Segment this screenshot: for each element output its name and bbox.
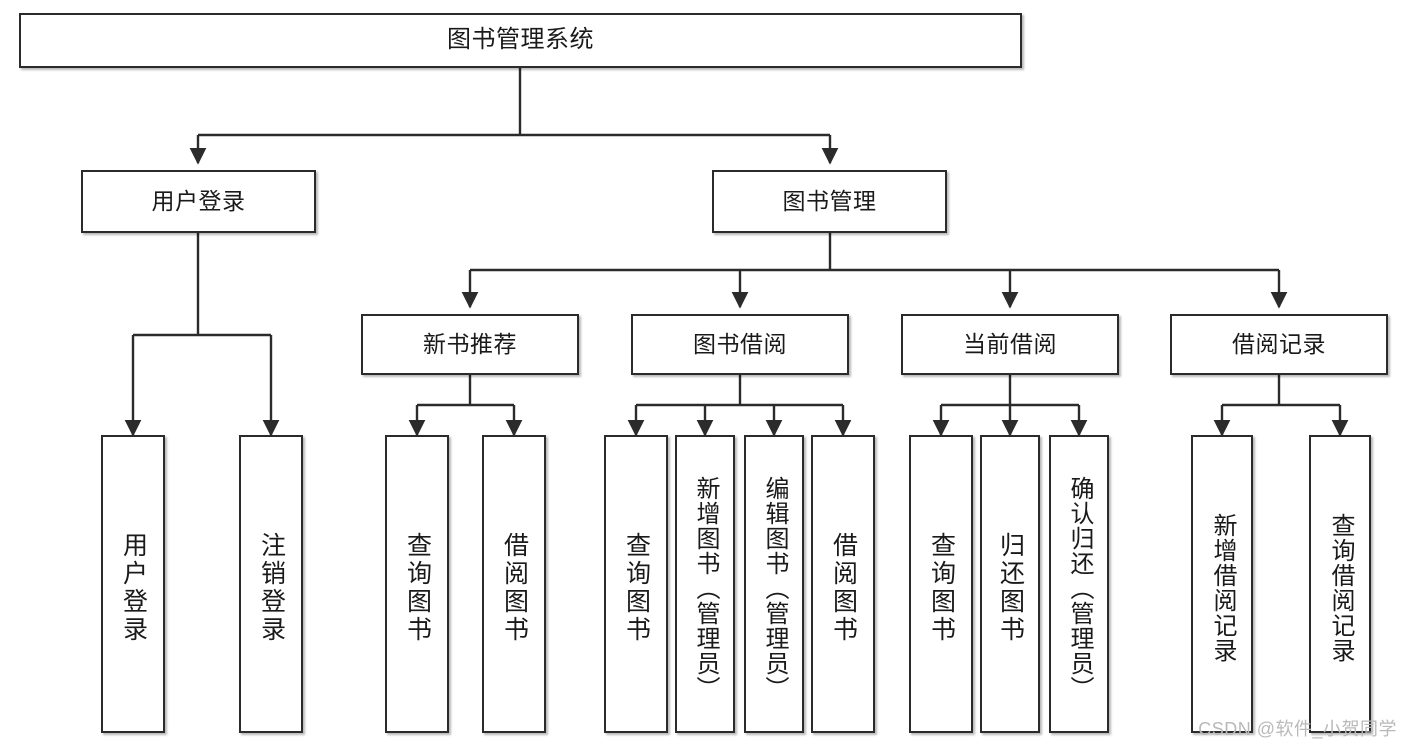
leaf-edit-book-admin[interactable]: 编辑图书（管理员） <box>744 435 804 733</box>
node-label: 注销登录 <box>257 532 286 644</box>
node-current-borrow[interactable]: 当前借阅 <box>901 314 1119 375</box>
node-new-book-recommend[interactable]: 新书推荐 <box>361 314 579 375</box>
leaf-query-book-current[interactable]: 查询图书 <box>909 435 973 733</box>
node-label: 查询图书 <box>927 532 956 644</box>
leaf-query-book-recommend[interactable]: 查询图书 <box>385 435 449 733</box>
node-label: 借阅图书 <box>500 532 529 644</box>
leaf-return-book[interactable]: 归还图书 <box>980 435 1040 733</box>
leaf-borrow-book[interactable]: 借阅图书 <box>811 435 875 733</box>
node-label: 用户登录 <box>119 532 148 644</box>
node-label: 编辑图书（管理员） <box>761 475 788 701</box>
leaf-query-borrow-record[interactable]: 查询借阅记录 <box>1309 435 1371 733</box>
node-label: 图书管理 <box>782 187 877 214</box>
leaf-add-book-admin[interactable]: 新增图书（管理员） <box>675 435 735 733</box>
leaf-logout[interactable]: 注销登录 <box>239 435 303 733</box>
leaf-borrow-book-recommend[interactable]: 借阅图书 <box>482 435 546 733</box>
node-book-borrow[interactable]: 图书借阅 <box>631 314 849 375</box>
node-label: 用户登录 <box>151 187 246 214</box>
node-label: 查询图书 <box>403 532 432 644</box>
node-borrow-record[interactable]: 借阅记录 <box>1170 314 1388 375</box>
node-label: 图书借阅 <box>693 330 787 357</box>
node-root-library-system[interactable]: 图书管理系统 <box>19 13 1022 68</box>
node-label: 查询借阅记录 <box>1327 513 1354 663</box>
node-label: 新书推荐 <box>423 330 517 357</box>
node-label: 借阅记录 <box>1232 330 1326 357</box>
node-label: 当前借阅 <box>963 330 1057 357</box>
leaf-add-borrow-record[interactable]: 新增借阅记录 <box>1191 435 1253 733</box>
leaf-confirm-return-admin[interactable]: 确认归还（管理员） <box>1049 435 1109 733</box>
node-label: 查询图书 <box>622 532 651 644</box>
node-label: 新增借阅记录 <box>1209 513 1236 663</box>
node-label: 确认归还（管理员） <box>1066 475 1093 701</box>
node-book-management[interactable]: 图书管理 <box>712 170 947 233</box>
node-user-login[interactable]: 用户登录 <box>81 170 316 233</box>
leaf-user-login[interactable]: 用户登录 <box>101 435 165 733</box>
node-label: 图书管理系统 <box>447 26 594 54</box>
node-label: 借阅图书 <box>829 532 858 644</box>
csdn-watermark: CSDN @软件_小贺同学 <box>1198 719 1397 739</box>
node-label: 新增图书（管理员） <box>692 475 719 701</box>
leaf-query-book-borrow[interactable]: 查询图书 <box>604 435 668 733</box>
node-label: 归还图书 <box>996 532 1025 644</box>
